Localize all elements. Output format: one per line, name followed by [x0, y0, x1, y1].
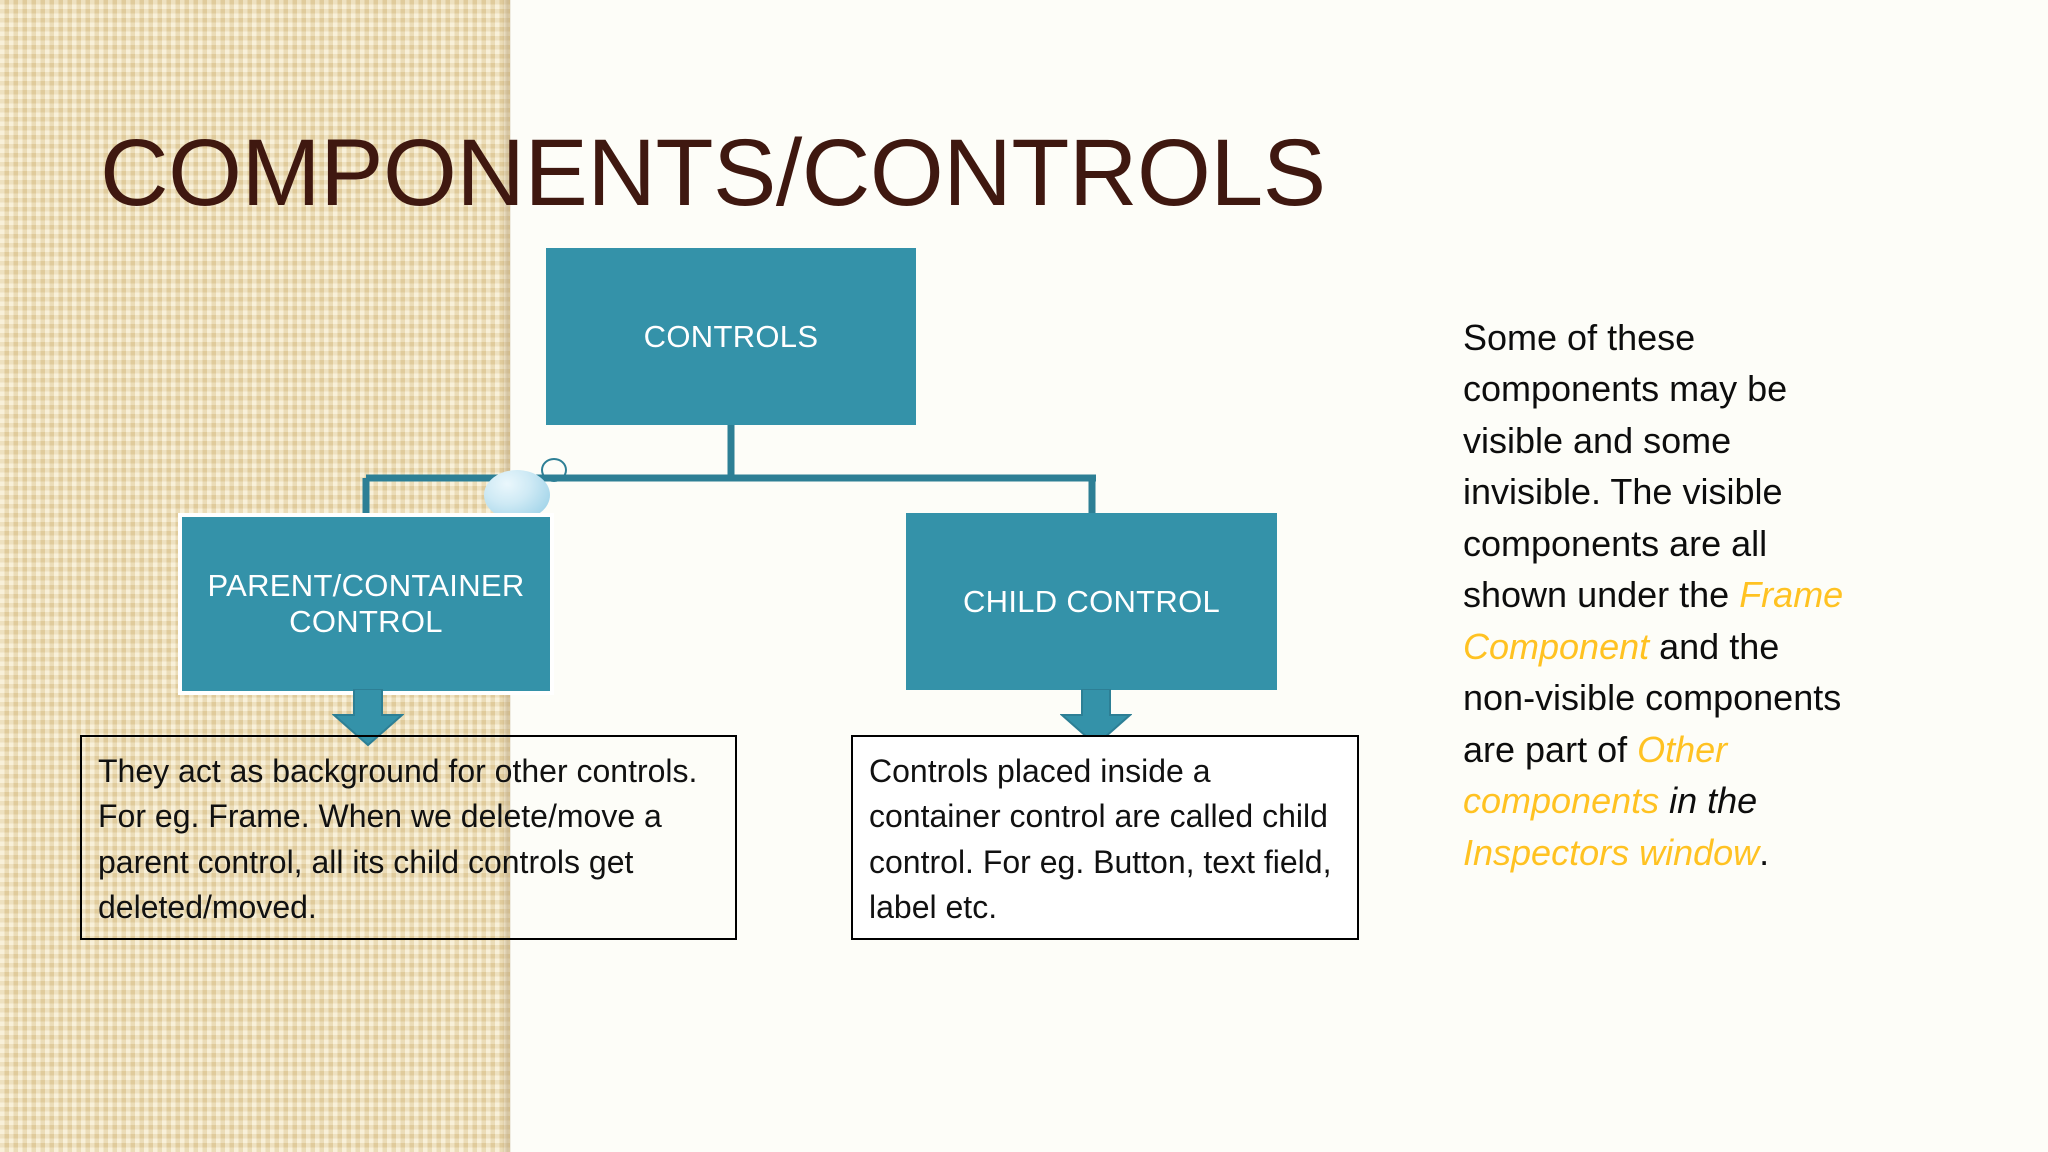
node-child-control[interactable]: CHILD CONTROL — [906, 513, 1277, 690]
node-parent-container-control[interactable]: PARENT/CONTAINER CONTROL — [178, 513, 554, 695]
side-note-highlight-other-components: Other components — [1463, 728, 1728, 822]
page-title: COMPONENTS/CONTROLS — [100, 120, 1326, 226]
side-note-part-3: and the non-visible components are part … — [1463, 625, 1842, 770]
description-child-control: Controls placed inside a container contr… — [851, 735, 1359, 940]
side-note-highlight-inspectors-window: Inspectors window — [1463, 831, 1760, 873]
node-child-control-label: CHILD CONTROL — [962, 583, 1221, 619]
bubble-decoration-small — [541, 458, 567, 482]
side-note-part-1: Some of these components may be visible … — [1463, 317, 1788, 616]
description-parent-control-text: They act as background for other control… — [98, 753, 698, 926]
side-note-part-5: in the — [1659, 780, 1758, 822]
node-controls-label: CONTROLS — [643, 318, 819, 354]
node-controls[interactable]: CONTROLS — [546, 248, 916, 425]
bubble-decoration-large — [484, 470, 550, 520]
side-note-part-7: . — [1759, 831, 1770, 873]
arrow-down-icon — [1060, 689, 1132, 747]
node-parent-container-control-label: PARENT/CONTAINER CONTROL — [207, 568, 525, 639]
description-parent-control: They act as background for other control… — [80, 735, 737, 940]
description-child-control-text: Controls placed inside a container contr… — [869, 753, 1332, 926]
side-note-paragraph: Some of these components may be visible … — [1463, 312, 1855, 878]
arrow-down-icon — [332, 689, 404, 747]
side-note-highlight-frame-component: Frame Component — [1463, 574, 1844, 667]
